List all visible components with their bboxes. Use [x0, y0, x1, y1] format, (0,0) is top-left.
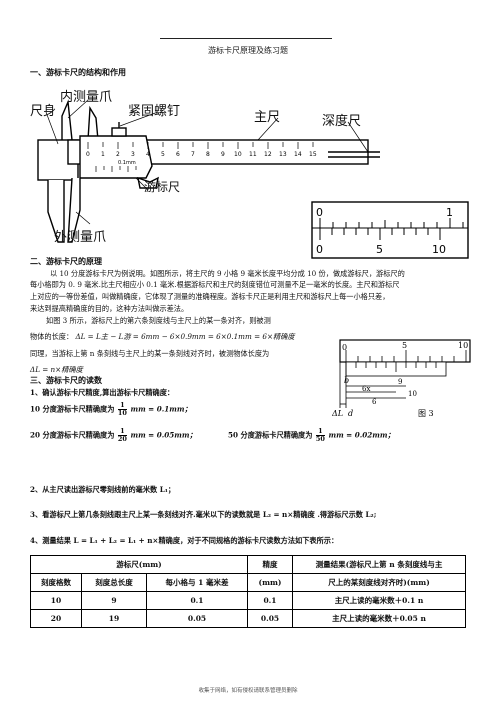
- label-inner-jaw: 内测量爪: [60, 90, 113, 105]
- table-row: 20 19 0.05 0.05 主尺上读的毫米数＋0.05 n: [30, 609, 466, 628]
- vernier-scale-mark: 0.1mm: [118, 160, 136, 166]
- table-header-row: 刻度格数 刻度总长度 每小格与 1 毫米差 (mm) 尺上的某刻度线对齐时)(m…: [30, 573, 466, 592]
- figure-2-scale: 0 1 0 5 10: [311, 201, 469, 259]
- caliper-num: 7: [191, 151, 195, 158]
- para1-line: 来达到提高精确度的目的，这种方法叫做示差法。: [30, 304, 189, 313]
- table-header-result-2: 尺上的某刻度线对齐时)(mm): [292, 573, 466, 592]
- table-header-unit: (mm): [247, 573, 293, 592]
- fig3-10: 10: [408, 390, 417, 398]
- fig2-num: 5: [376, 243, 383, 256]
- table-header-diff: 每小格与 1 毫米差: [146, 573, 248, 592]
- label-vernier: 游标尺: [144, 180, 181, 194]
- para1-line: 每小格即为 0. 9 毫米.比主尺相应小 0.1 毫米.根据游标尺和主尺的刻度错…: [30, 280, 400, 289]
- table-cell: 主尺上读的毫米数＋0.1 n: [292, 591, 466, 610]
- table-cell: 0.1: [146, 591, 248, 610]
- label-outer-jaw: 外测量爪: [54, 230, 107, 245]
- table-cell: 19: [81, 609, 147, 628]
- label-body: 尺身: [30, 104, 57, 119]
- formula-n-precision: ΔL = n×精确度: [30, 365, 83, 374]
- item-1: 1、确认游标卡尺精度,算出游标卡尺精确度：: [30, 388, 175, 397]
- fig3-num: 10: [458, 341, 468, 350]
- section2-heading: 二、游标卡尺的原理: [30, 256, 102, 266]
- caliper-num: 2: [116, 151, 120, 158]
- caliper-num: 9: [221, 151, 225, 158]
- fig3-6: 6: [372, 398, 377, 406]
- fig3-9: 9: [398, 378, 402, 386]
- caliper-num: 11: [249, 151, 257, 158]
- label-main-scale: 主尺: [254, 110, 281, 125]
- table-cell: 0.1: [247, 591, 293, 610]
- caliper-num: 3: [131, 151, 135, 158]
- para2: 如图 3 所示，游标尺上的第六条刻度线与主尺上的某一条对齐，则被测: [46, 316, 271, 325]
- table-cell: 0.05: [247, 609, 293, 628]
- reading-table: 游标尺(mm) 精度 测量结果(游标尺上第 n 条刻度线与主 刻度格数 刻度总长…: [30, 555, 466, 628]
- table-cell: 10: [30, 591, 82, 610]
- fig3-dl: ΔL: [332, 409, 343, 418]
- caliper-num: 4: [146, 151, 150, 158]
- fig2-num: 0: [316, 243, 323, 256]
- length-label: 物体的长度： ΔL = L主 − L游 = 6mm − 6×0.9mm = 6×…: [30, 332, 295, 341]
- fig3-num: 0: [342, 343, 347, 352]
- caliper-num: 6: [176, 151, 180, 158]
- fig3-6x: 6x: [362, 385, 370, 393]
- fig3-d: d: [348, 409, 353, 418]
- section3-heading: 三、游标卡尺的读数: [30, 375, 102, 385]
- footer-note: 收集于网络，如有侵权请联系管理员删除: [198, 688, 298, 694]
- table-header-row: 游标尺(mm) 精度 测量结果(游标尺上第 n 条刻度线与主: [30, 555, 466, 574]
- caliper-num: 0: [86, 151, 90, 158]
- para1-line: 上对应的一等份差值，叫做精确度，它体现了测量的准确程度。游标卡尺正是利用主尺和游…: [30, 292, 390, 301]
- fig3-b: b: [344, 376, 349, 385]
- figure-3-scale: 0 5 10 b 6x 9 10 6 ΔL d 图 3: [332, 339, 471, 418]
- caliper-num: 8: [206, 151, 210, 158]
- fig2-num: 1: [446, 206, 453, 219]
- page-title: 游标卡尺原理及练习题: [208, 46, 288, 55]
- item-2: 2、从主尺读出游标尺零刻线前的毫米数 L₁；: [30, 485, 176, 494]
- caliper-num: 5: [161, 151, 165, 158]
- fig2-num: 10: [432, 243, 446, 256]
- table-header-count: 刻度格数: [30, 573, 82, 592]
- para1-line: 以 10 分度游标卡尺为例说明。如图所示，将主尺的 9 小格 9 毫米长度平均分…: [50, 269, 405, 278]
- table-header-precision: 精度: [247, 555, 293, 574]
- para3: 同理，当游标上第 n 条刻线与主尺上的某一条刻线对齐时，被测物体长度为: [30, 349, 270, 358]
- table-cell: 0.05: [146, 609, 248, 628]
- label-depth: 深度尺: [322, 114, 362, 129]
- caliper-num: 15: [309, 151, 317, 158]
- fig3-caption: 图 3: [418, 409, 434, 418]
- caliper-num: 10: [234, 151, 242, 158]
- caliper-num: 1: [101, 151, 105, 158]
- caliper-num: 13: [279, 151, 287, 158]
- table-header-total: 刻度总长度: [81, 573, 147, 592]
- item-3: 3、看游标尺上第几条刻线跟主尺上某一条刻线对齐.毫米以下的读数就是 L₂ = n…: [30, 510, 377, 519]
- header-rule: [160, 38, 332, 39]
- section1-heading: 一、游标卡尺的结构和作用: [30, 67, 126, 77]
- table-header-result-1: 测量结果(游标尺上第 n 条刻度线与主: [292, 555, 466, 574]
- label-screw: 紧固螺钉: [128, 104, 181, 119]
- fig2-num: 0: [316, 206, 323, 219]
- formula-delta-l: ΔL = L主 − L游 = 6mm − 6×0.9mm = 6×0.1mm =…: [75, 332, 295, 341]
- table-row: 10 9 0.1 0.1 主尺上读的毫米数＋0.1 n: [30, 591, 466, 610]
- fig3-num: 5: [402, 341, 407, 350]
- item-4: 4、测量结果 L = L₁ + L₂ = L₁ + n×精确度，对于不同规格的游…: [30, 536, 339, 545]
- table-header-group: 游标尺(mm): [30, 555, 248, 574]
- caliper-figure: 0 1 2 3 4 5 6 7 8 9 10 11 12 13 14 15 0.…: [37, 99, 380, 243]
- table-cell: 9: [81, 591, 147, 610]
- caliper-num: 14: [294, 151, 302, 158]
- caliper-num: 12: [264, 151, 272, 158]
- table-cell: 主尺上读的毫米数＋0.05 n: [292, 609, 466, 628]
- table-cell: 20: [30, 609, 82, 628]
